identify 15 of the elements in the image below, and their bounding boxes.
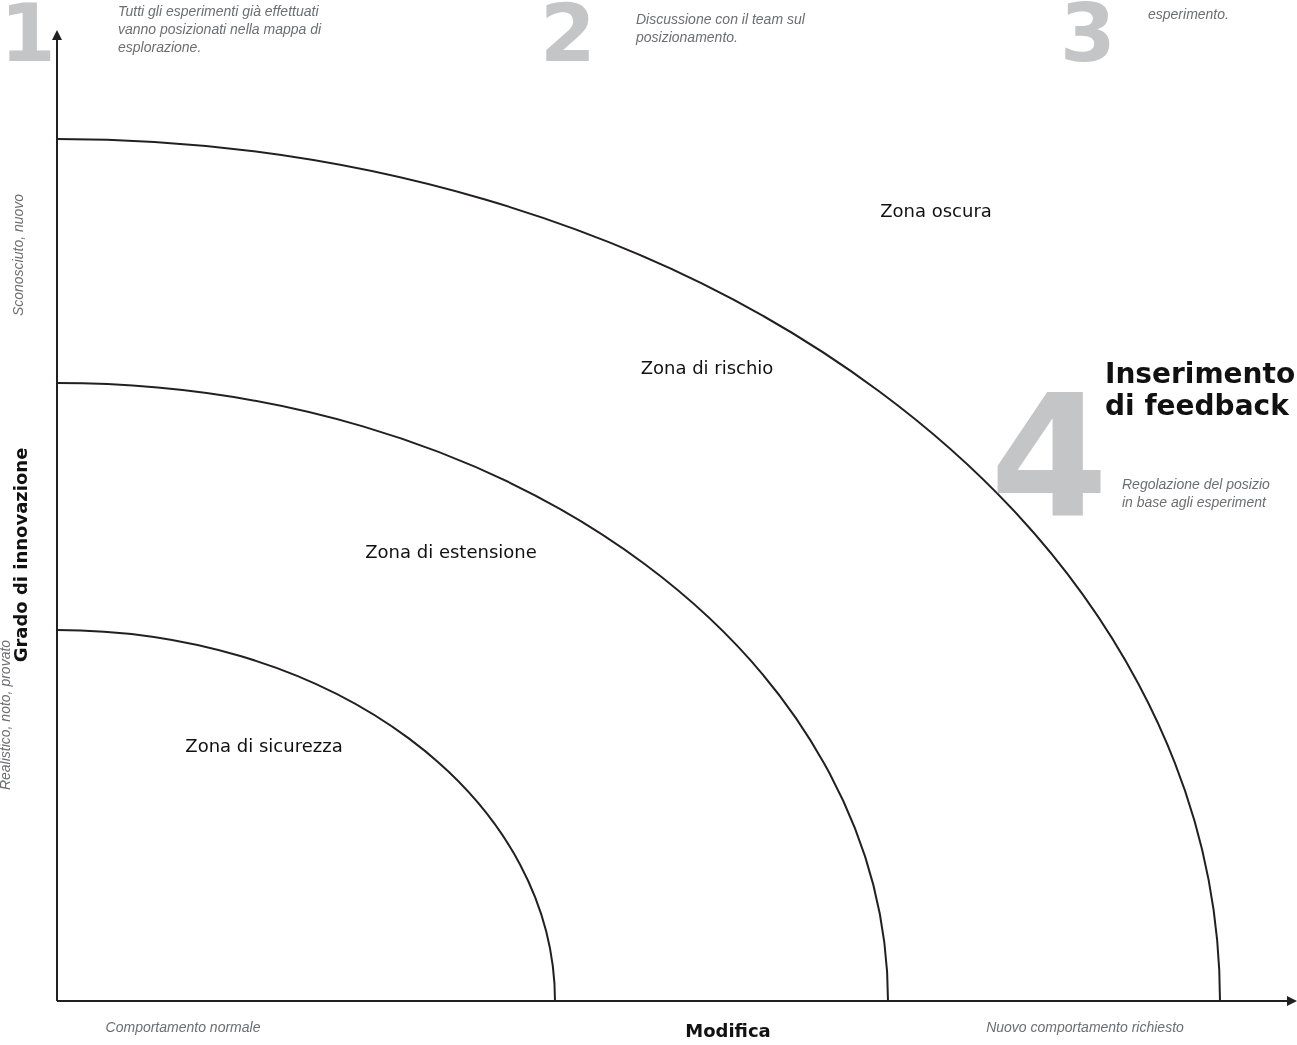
axis-title: Modifica <box>685 1019 771 1041</box>
step-number: 2 <box>540 0 596 74</box>
zone-label: Zona di sicurezza <box>185 734 343 756</box>
step-number: 1 <box>0 0 56 74</box>
zone-label: Zona di rischio <box>640 356 774 378</box>
step-description: esperimento. <box>1148 5 1229 23</box>
axis-end-label: Comportamento normale <box>105 1018 261 1036</box>
zone-label: Zona oscura <box>880 199 992 221</box>
step-number: 3 <box>1060 0 1116 74</box>
step-description: Tutti gli esperimenti già effettuati vanno posizionati nella mappa di esplorazione. <box>118 2 323 56</box>
step-description: Discussione con il team sul posizionamento. <box>636 10 806 46</box>
axis-end-label: Sconosciuto, nuovo <box>9 193 27 317</box>
step-description: Regolazione del posizio in base agli esperiment <box>1122 475 1271 511</box>
axis-end-label: Nuovo comportamento richiesto <box>986 1018 1184 1036</box>
zone-label: Zona di estensione <box>365 540 537 562</box>
